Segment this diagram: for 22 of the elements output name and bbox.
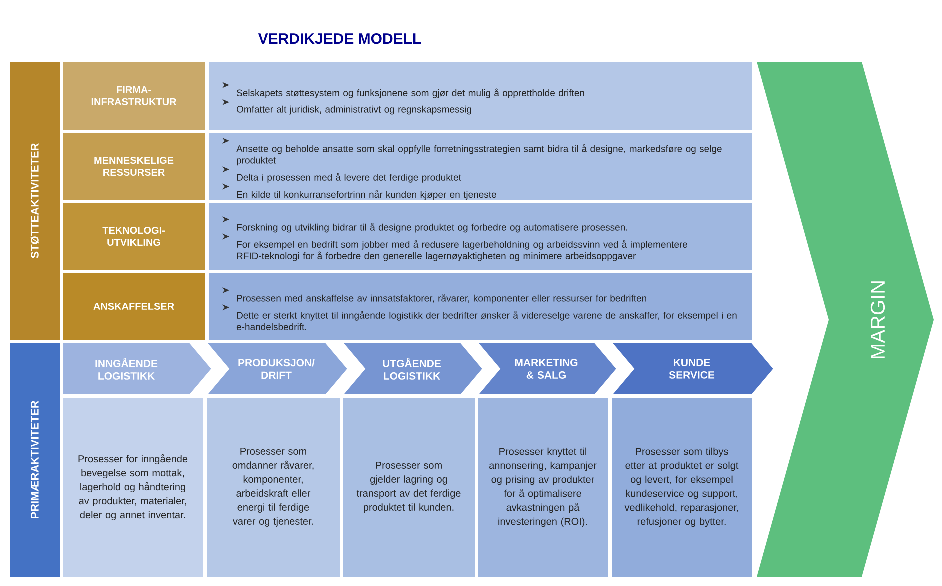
- side-band: STØTTEAKTIVITETER: [10, 62, 60, 340]
- category-box: TEKNOLOGI-UTVIKLING: [63, 203, 205, 270]
- category-box: FIRMA-INFRASTRUKTUR: [63, 62, 205, 130]
- process-description: Prosesser som gjelder lagring og transport av det ferdige produktet til kunden.: [343, 398, 475, 577]
- process-description: Prosesser som omdanner råvarer, komponenter, arbeidskraft eller energi til ferdige varer og tjenester.: [207, 398, 340, 577]
- description-box: Forskning og utvikling bidrar til å designe produktet og forbedre og automatisere prosessen. For eksempel en bedrift som jobber med å redusere lagerbeholdning og arbeidssvinn ved å implementere RFID-teknologi for å forbedre den generelle lagernøyaktigheten og minimere arbeidsoppgaver: [209, 203, 752, 270]
- process-description: Prosesser som tilbys etter at produktet er solgt og levert, for eksempel kundeservice og support, vedlikehold, reparasjoner, refusjoner og bytter.: [612, 398, 752, 577]
- process-step: PRODUKSJON/ DRIFT: [206, 342, 349, 396]
- description-box: Ansette og beholde ansatte som skal oppfylle forretningsstrategien samt bidra til å designe, markedsføre og selge produktet Delta i prosessen med å levere det ferdige produktet En kilde til konkurransefortrinn når kunden kjøper en tjeneste: [209, 133, 752, 200]
- category-box: MENNESKELIGE RESSURSER: [63, 133, 205, 200]
- title: VERDIKJEDE MODELL: [258, 34, 422, 44]
- process-description: Prosesser knyttet til annonsering, kampanjer og prising av produkter for å optimalisere avkastningen på investeringen (ROI).: [478, 398, 608, 577]
- side-band: PRIMÆRAKTIVITETER: [10, 343, 60, 577]
- process-step: INNGÅENDE LOGISTIKK: [62, 342, 213, 396]
- process-description: Prosesser for inngående bevegelse som mottak, lagerhold og håndtering av produkter, materialer, deler og annet inventar.: [63, 398, 203, 577]
- process-step: KUNDE SERVICE: [610, 342, 775, 396]
- margin-chevron: MARGIN: [757, 62, 934, 577]
- description-box: Prosessen med anskaffelse av innsatsfaktorer, råvarer, komponenter eller ressurser for bedriften Dette er sterkt knyttet til inngående logistikk der bedrifter ønsker å videreselge varene de anskaffer, for eksempel i en e-handelsbedrift.: [209, 273, 752, 340]
- category-box: ANSKAFFELSER: [63, 273, 205, 340]
- description-box: Selskapets støttesystem og funksjonene som gjør det mulig å opprettholde driften Omfatter alt juridisk, administrativt og regnskapsmessig: [209, 62, 752, 130]
- process-step: UTGÅENDE LOGISTIKK: [342, 342, 484, 396]
- process-step: MARKETING & SALG: [476, 342, 618, 396]
